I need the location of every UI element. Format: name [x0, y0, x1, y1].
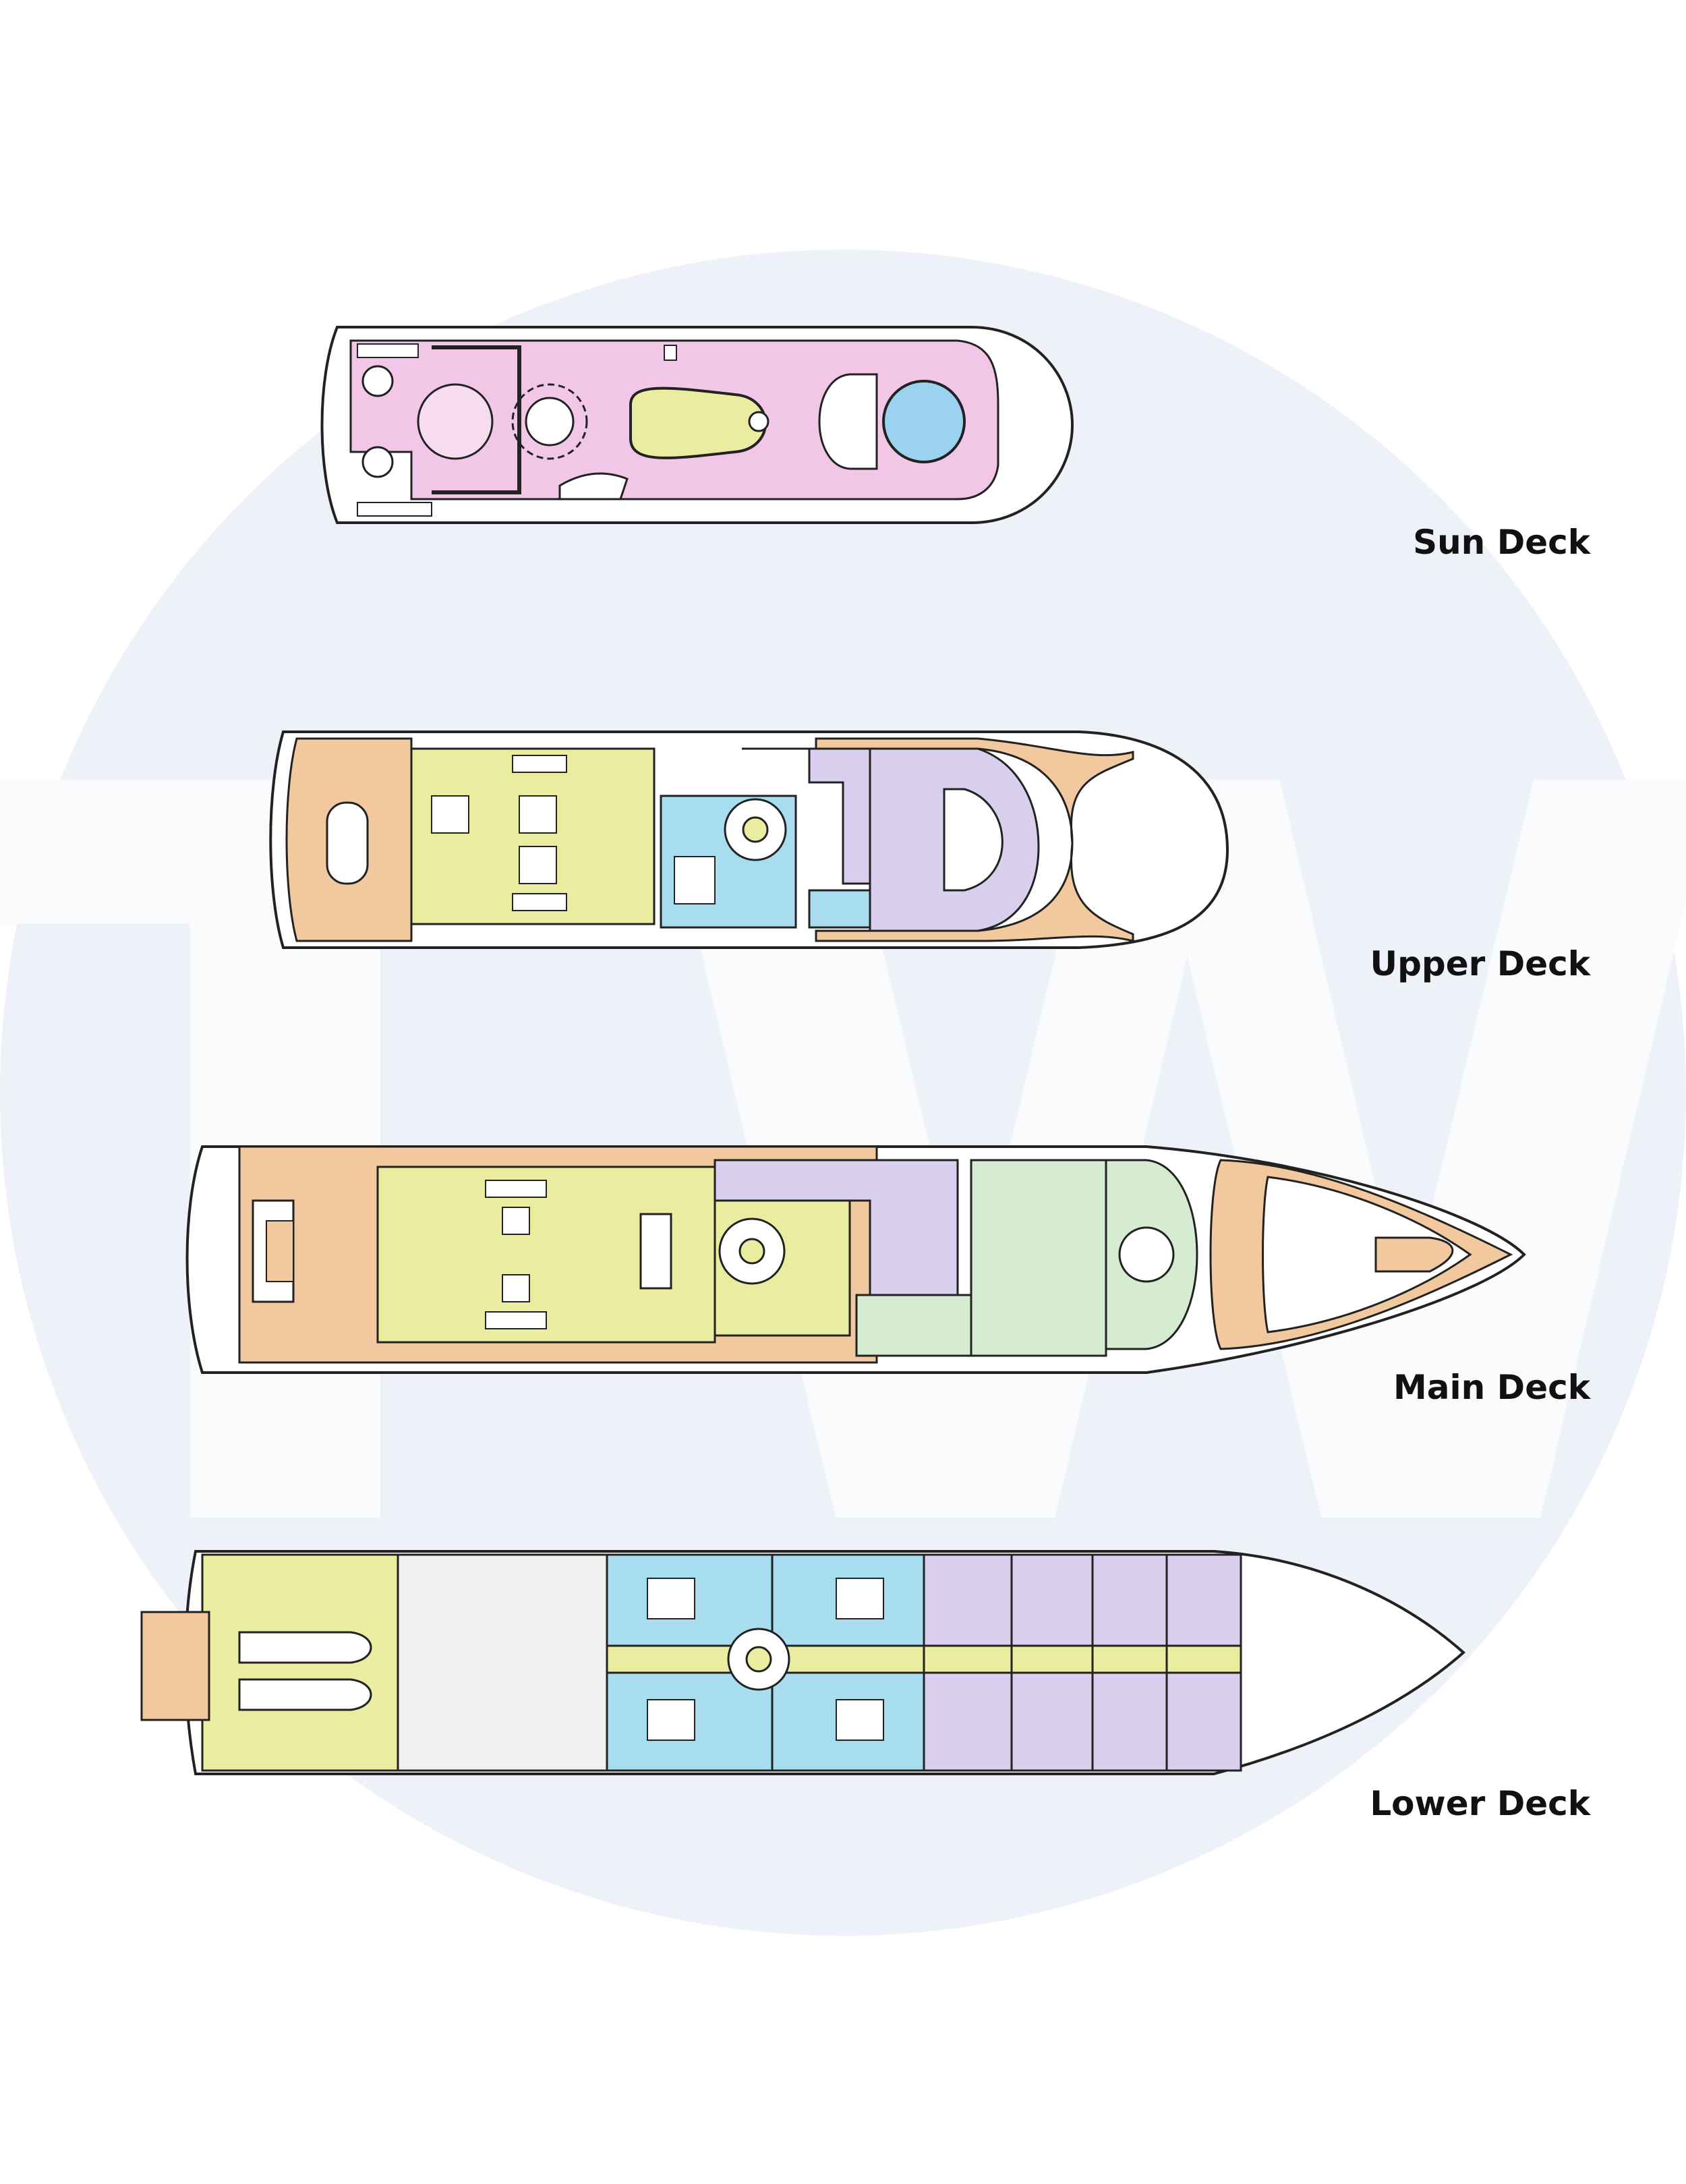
lower-deck-bed [836, 1699, 884, 1741]
main-deck-owner-suite [970, 1159, 1107, 1357]
upper-deck-label: Upper Deck [1370, 944, 1590, 983]
upper-deck-bow-walkway [815, 737, 1134, 942]
upper-deck-spiral-core [742, 816, 769, 843]
upper-deck-table [519, 795, 557, 834]
main-deck-dining-table [639, 1213, 672, 1290]
upper-deck-plan [269, 730, 1229, 949]
sun-deck-chair [361, 446, 394, 478]
sun-deck-plan [320, 326, 1074, 524]
upper-deck-sofa [512, 893, 567, 911]
lower-deck-garage [397, 1553, 608, 1772]
sun-deck-dining-table [525, 397, 575, 447]
lower-deck-tender [238, 1678, 372, 1711]
sun-deck-jacuzzi-sunpad [629, 386, 767, 459]
sun-deck-pool [882, 380, 966, 463]
lower-deck-crew-corridor [923, 1644, 1242, 1674]
lower-deck-plan [140, 1550, 1466, 1775]
main-deck-aft-sofa-inner [266, 1220, 294, 1282]
lower-deck-bed [647, 1699, 695, 1741]
watermark-circle [0, 250, 1686, 1936]
upper-deck-dining-table [326, 801, 369, 885]
main-deck-tender [1374, 1236, 1454, 1273]
main-deck-sofa [485, 1180, 547, 1198]
main-deck-foredeck-inner [1262, 1176, 1472, 1333]
lower-deck-bed [647, 1578, 695, 1619]
main-deck-galley [855, 1294, 972, 1357]
lower-deck-spiral-core [745, 1646, 772, 1673]
main-deck-coffee-table [502, 1274, 530, 1302]
upper-deck-sofa [512, 755, 567, 773]
sun-deck-bar-counter [558, 472, 629, 500]
upper-deck-bath [808, 889, 871, 929]
lower-deck-swim-platform [140, 1611, 210, 1721]
sun-deck-label: Sun Deck [1413, 523, 1590, 562]
main-deck-round-bed [1118, 1226, 1175, 1283]
upper-deck-table [519, 846, 557, 884]
lower-deck-bed [836, 1578, 884, 1619]
main-deck-plan [185, 1145, 1526, 1374]
sun-deck-chair [361, 365, 394, 397]
main-deck-spiral-core [738, 1238, 765, 1265]
lower-deck-label: Lower Deck [1370, 1784, 1590, 1823]
upper-deck-bed [674, 856, 716, 904]
sun-deck-stair-box [664, 345, 677, 361]
main-deck-sofa [485, 1311, 547, 1329]
sun-deck-dining-ring [511, 383, 588, 460]
sun-deck-lounge-seat [818, 373, 878, 470]
main-deck-coffee-table [502, 1207, 530, 1235]
lower-deck-tender [238, 1631, 372, 1664]
sun-deck-sunpad-detail [748, 411, 769, 432]
main-deck-label: Main Deck [1393, 1368, 1590, 1407]
upper-deck-helm-console [943, 788, 1004, 892]
sun-deck-lounge-partition [432, 345, 521, 494]
sun-deck-round-sofa [417, 383, 494, 460]
sun-deck-aft-bench-2 [357, 502, 432, 517]
sun-deck-aft-bench [357, 343, 419, 358]
upper-deck-table [431, 795, 469, 834]
